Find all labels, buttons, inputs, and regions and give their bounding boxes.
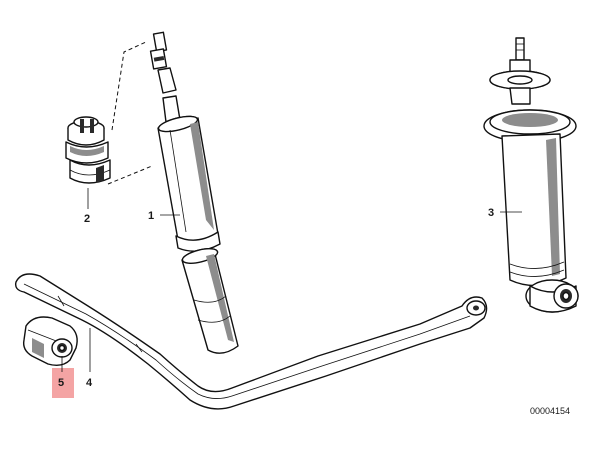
callout-1: 1 — [148, 210, 180, 222]
label-part-3: 3 — [488, 207, 494, 219]
label-part-2: 2 — [84, 213, 90, 225]
callout-5: 5 — [52, 356, 74, 398]
reference-code: 00004154 — [530, 406, 570, 416]
stabilizer-bar-part — [14, 273, 488, 410]
label-part-1: 1 — [148, 210, 154, 222]
callout-4: 4 — [86, 328, 93, 389]
stabilizer-bushing-part — [22, 316, 78, 367]
part-5-highlight — [52, 368, 74, 398]
callout-2: 2 — [84, 188, 90, 225]
label-part-5: 5 — [58, 377, 64, 389]
rear-shock-absorber-part — [483, 37, 579, 313]
label-part-4: 4 — [86, 377, 93, 389]
rubber-bushing-part — [65, 41, 153, 185]
callout-3: 3 — [488, 207, 522, 219]
front-shock-absorber-part — [149, 31, 239, 354]
